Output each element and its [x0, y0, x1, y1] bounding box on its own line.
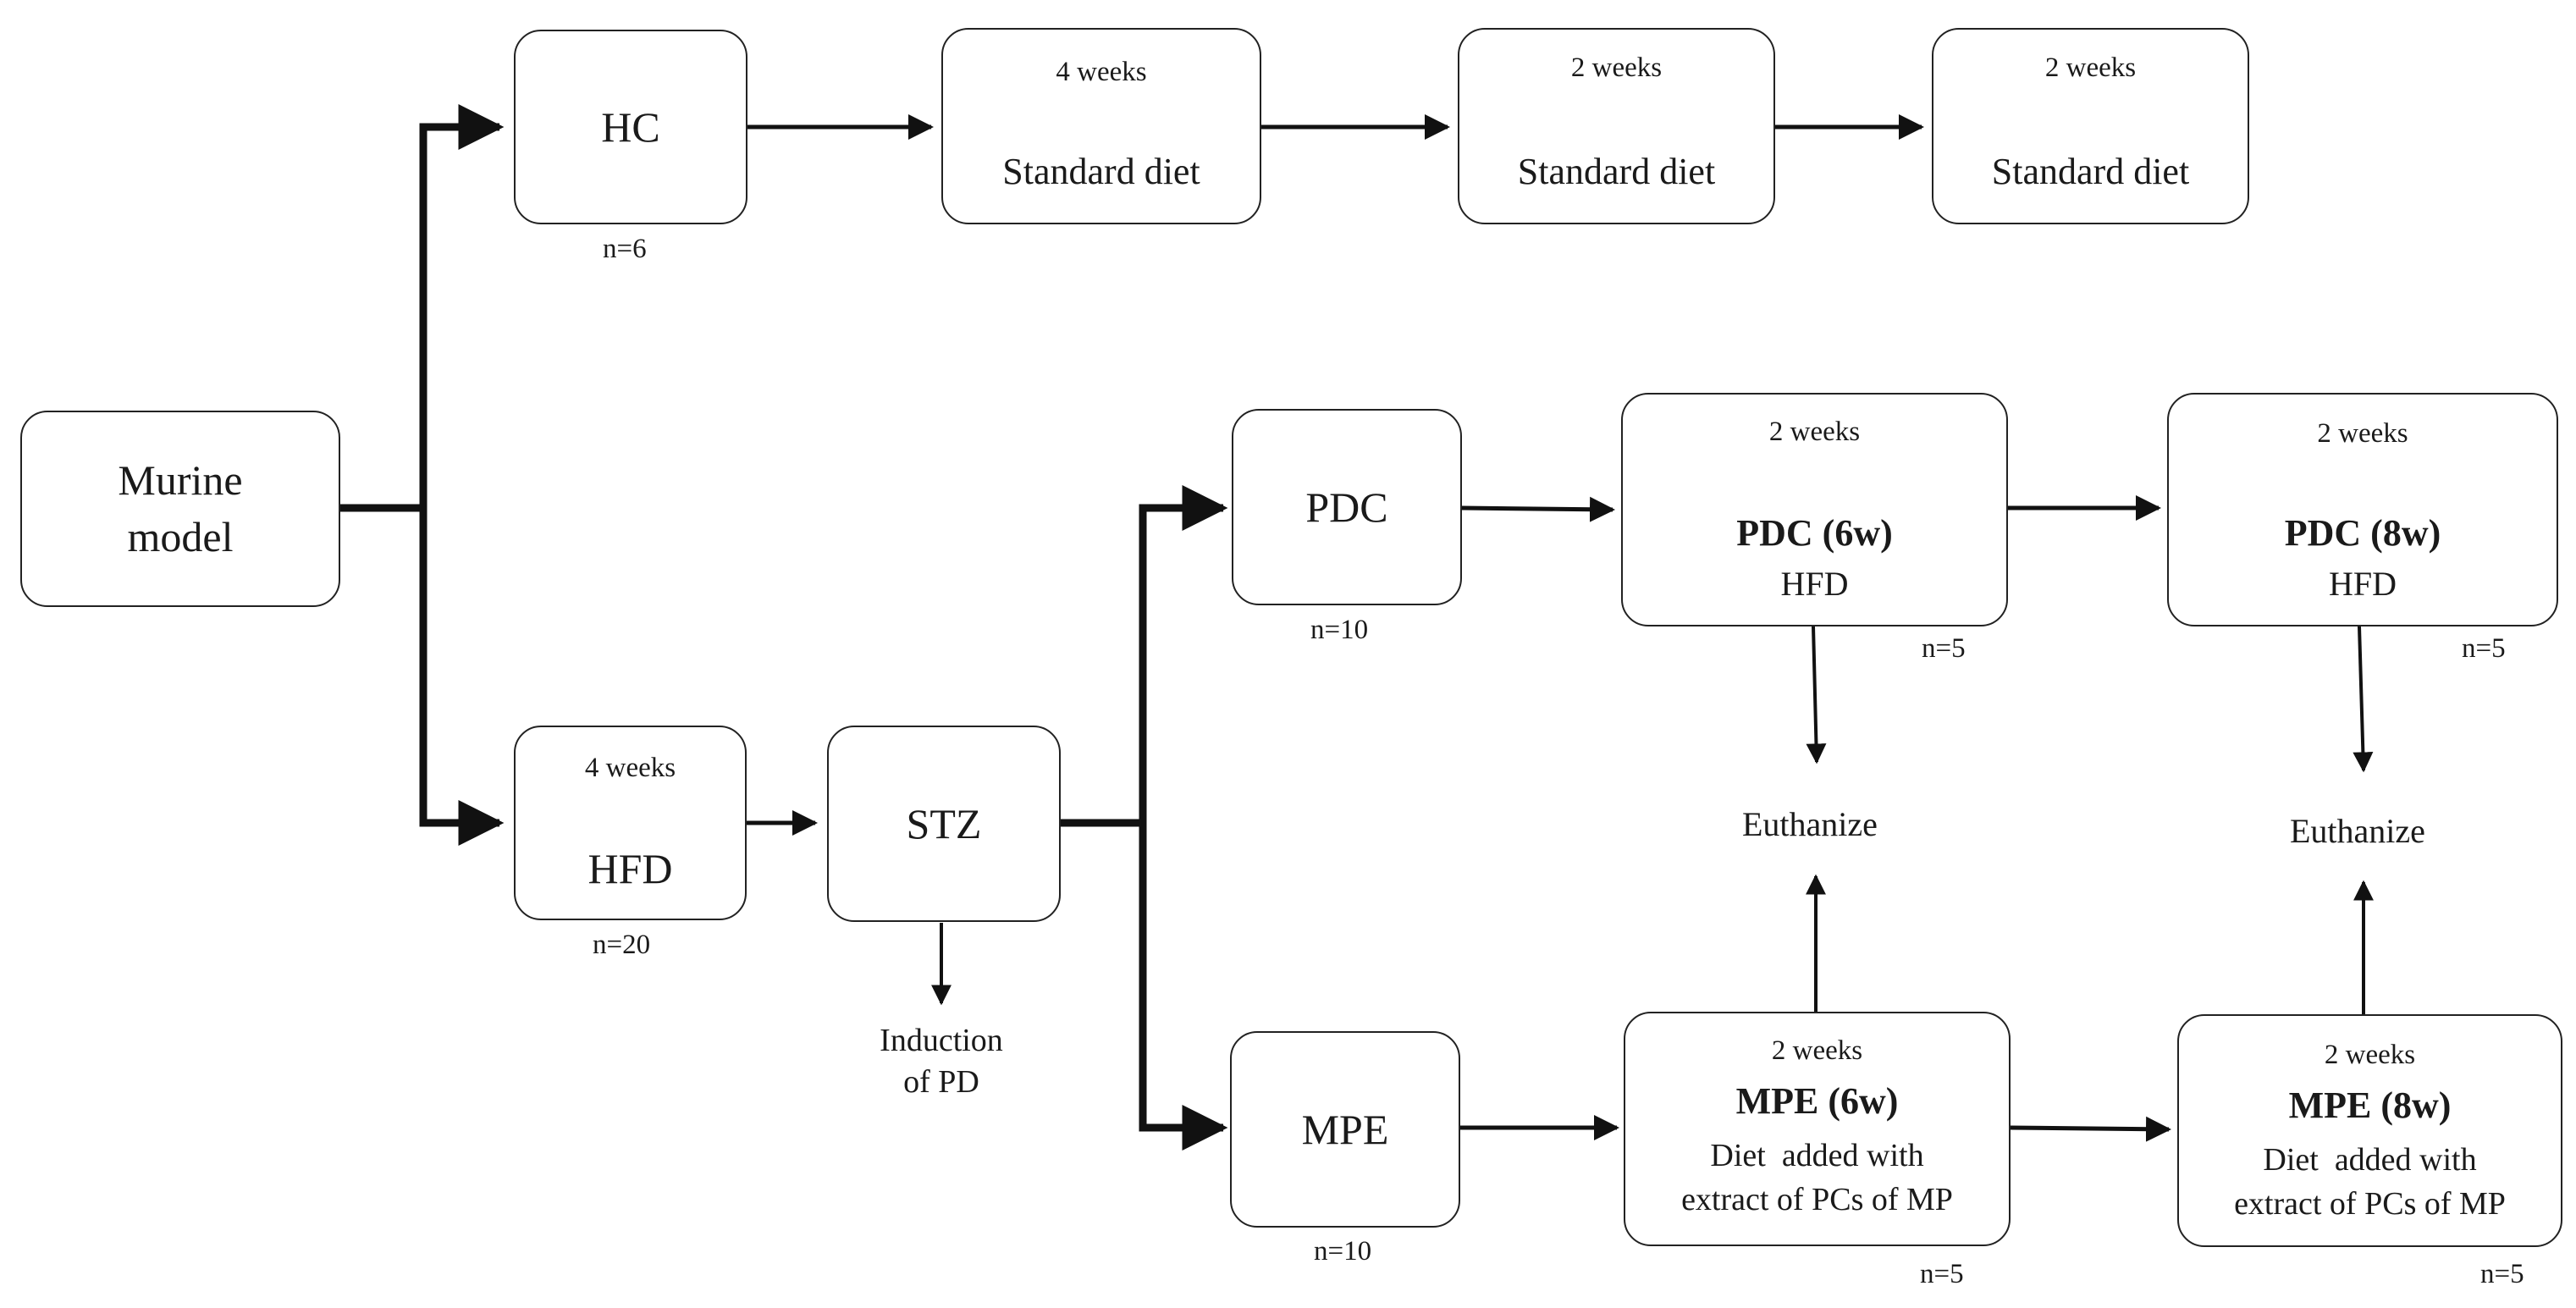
arrow-pdc6-euthanize: [1806, 626, 1827, 764]
node-hc-standard-diet-2w-b: 2 weeks Standard diet: [1932, 28, 2249, 224]
mpe8-diet-line2: extract of PCs of MP: [2234, 1186, 2506, 1222]
node-hc-standard-diet-4w: 4 weeks Standard diet: [941, 28, 1261, 224]
node-murine-model: Murine model: [20, 411, 340, 607]
hc-step1-label: Standard diet: [1002, 151, 1200, 192]
arrow-stz-pdc: [1139, 485, 1228, 823]
hc-step1-duration: 4 weeks: [1056, 57, 1147, 87]
induction-of-pd: Induction of PD: [857, 1020, 1026, 1104]
pdc6-duration: 2 weeks: [1768, 417, 1861, 447]
hc-n: n=6: [603, 234, 647, 264]
mpe-n: n=10: [1314, 1236, 1372, 1267]
pdc8-n: n=5: [2462, 633, 2506, 664]
hc-label: HC: [601, 103, 660, 151]
node-mpe: MPE: [1230, 1031, 1460, 1228]
hc-step3-label: Standard diet: [1991, 151, 2190, 192]
pdc8-title-wrap: PDC (8w): [2169, 511, 2557, 555]
pdc8-title: PDC (8w): [2284, 512, 2441, 554]
mpe6-duration: 2 weeks: [1771, 1035, 1863, 1066]
hc-step3-duration: 2 weeks: [2044, 52, 2137, 83]
mpe6-n: n=5: [1920, 1259, 1964, 1289]
node-pdc-6w: 2 weeks PDC (6w) HFD: [1621, 393, 2008, 626]
pdc6-diet: HFD: [1780, 565, 1849, 603]
node-mpe-6w: 2 weeks MPE (6w) Diet added with extract…: [1624, 1012, 2011, 1246]
hfd-duration: 4 weeks: [584, 753, 676, 783]
murine-line1: Murine: [118, 455, 243, 504]
hc-step2-duration: 2 weeks: [1570, 52, 1663, 83]
node-hc-standard-diet-2w-a: 2 weeks Standard diet: [1458, 28, 1775, 224]
mpe6-diet-line2: extract of PCs of MP: [1681, 1182, 1953, 1217]
arrow-stz-mpe: [1139, 823, 1228, 1151]
mpe8-title-wrap: MPE (8w): [2179, 1084, 2561, 1127]
arrow-pdc-pdc6: [1461, 496, 1615, 522]
induction-line2: of PD: [903, 1064, 979, 1101]
arrow-mpe6-mpe8: [2010, 1116, 2171, 1142]
mpe8-n: n=5: [2480, 1259, 2524, 1289]
pdc6-title-wrap: PDC (6w): [1623, 511, 2006, 555]
arrow-pdc8-euthanize: [2353, 626, 2374, 773]
hc-step2-label: Standard diet: [1517, 151, 1716, 192]
pdc8-duration: 2 weeks: [2317, 418, 2408, 449]
node-pdc-8w: 2 weeks PDC (8w) HFD: [2167, 393, 2558, 626]
induction-line1: Induction: [880, 1023, 1003, 1058]
node-hc: HC: [514, 30, 747, 224]
stz-label: STZ: [906, 800, 982, 847]
mpe8-diet-line1: Diet added with: [2263, 1142, 2477, 1178]
mpe-label: MPE: [1301, 1106, 1389, 1153]
murine-line2: model: [127, 513, 234, 560]
node-stz: STZ: [827, 726, 1061, 922]
mpe6-title: MPE (6w): [1735, 1080, 1899, 1122]
hfd-n: n=20: [593, 930, 651, 960]
pdc8-diet: HFD: [2328, 565, 2397, 603]
pdc6-n: n=5: [1922, 633, 1966, 664]
node-pdc: PDC: [1232, 409, 1462, 605]
arrow-murine-hc: [419, 104, 505, 508]
euthanize-label-1: Euthanize: [1742, 805, 1878, 843]
euthanize-label-2: Euthanize: [2290, 812, 2425, 850]
mpe8-duration: 2 weeks: [2324, 1040, 2416, 1070]
node-mpe-8w: 2 weeks MPE (8w) Diet added with extract…: [2177, 1014, 2562, 1247]
arrow-murine-hfd: [419, 508, 505, 846]
node-hfd: 4 weeks HFD: [514, 726, 747, 920]
pdc-label: PDC: [1305, 483, 1388, 531]
mpe8-title: MPE (8w): [2288, 1084, 2452, 1126]
mpe6-title-wrap: MPE (6w): [1625, 1079, 2009, 1123]
hfd-label: HFD: [587, 845, 673, 892]
mpe6-diet-line1: Diet added with: [1710, 1138, 1924, 1173]
pdc-n: n=10: [1310, 615, 1369, 645]
pdc6-title: PDC (6w): [1736, 512, 1893, 554]
